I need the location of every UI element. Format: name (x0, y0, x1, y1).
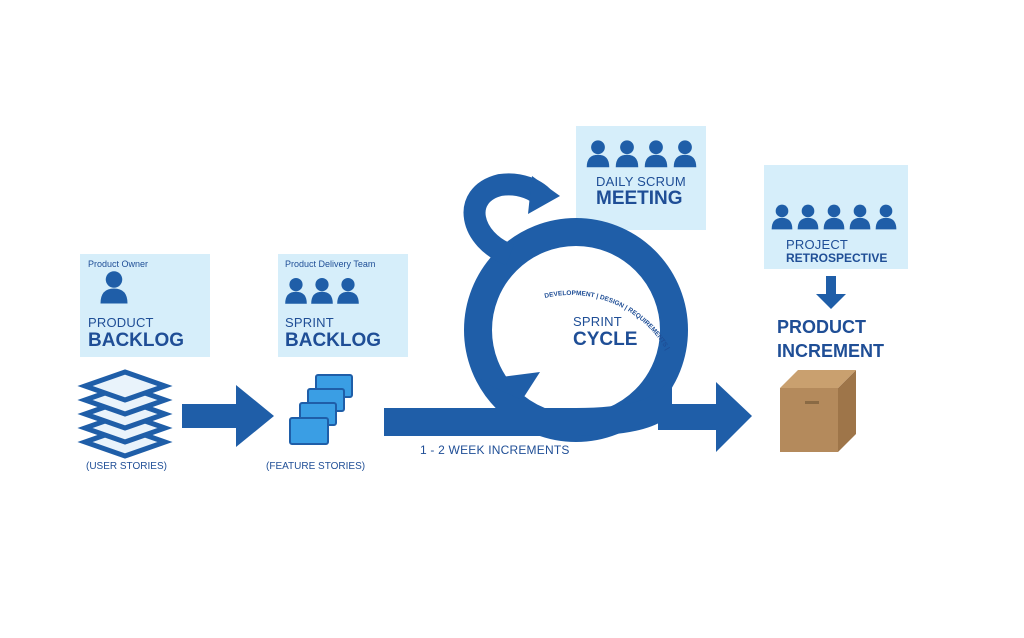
retrospective-panel (764, 165, 908, 269)
product-box-icon (780, 370, 856, 452)
product-backlog-title-bold: BACKLOG (88, 330, 185, 351)
daily-scrum-title-light: DAILY SCRUM (596, 174, 686, 189)
delivery-team-icon (285, 278, 359, 304)
user-stories-stack-icon (77, 369, 173, 459)
retrospective-title-bold: RETROSPECTIVE (786, 251, 888, 265)
product-backlog-title-light: PRODUCT (88, 315, 154, 330)
product-owner-caption: Product Owner (88, 259, 149, 269)
loop-arrowhead (528, 176, 560, 214)
retrospective-down-arrow (816, 276, 846, 309)
arrow-to-increment (658, 382, 752, 452)
sprint-backlog-title-light: SPRINT (285, 315, 334, 330)
delivery-team-caption: Product Delivery Team (285, 259, 376, 269)
product-backlog-panel (80, 254, 210, 357)
product-increment-line2: INCREMENT (777, 341, 884, 361)
sprint-cycle-title-bold: CYCLE (573, 329, 638, 350)
feature-stories-cards-icon (289, 374, 353, 445)
retrospective-title-light: PROJECT (786, 237, 849, 252)
week-increments-label: 1 - 2 WEEK INCREMENTS (420, 443, 570, 457)
sprint-cycle-title-light: SPRINT (573, 314, 622, 329)
sprint-backlog-panel (278, 254, 408, 357)
daily-scrum-title-bold: MEETING (596, 188, 683, 209)
feature-stories-caption: (FEATURE STORIES) (266, 461, 366, 472)
sprint-backlog-title-bold: BACKLOG (285, 330, 382, 351)
product-increment-line1: PRODUCT (777, 317, 866, 337)
increment-path (384, 378, 672, 436)
arrow-1 (182, 385, 274, 447)
cycle-arrowhead (478, 372, 540, 400)
user-stories-caption: (USER STORIES) (86, 461, 167, 472)
